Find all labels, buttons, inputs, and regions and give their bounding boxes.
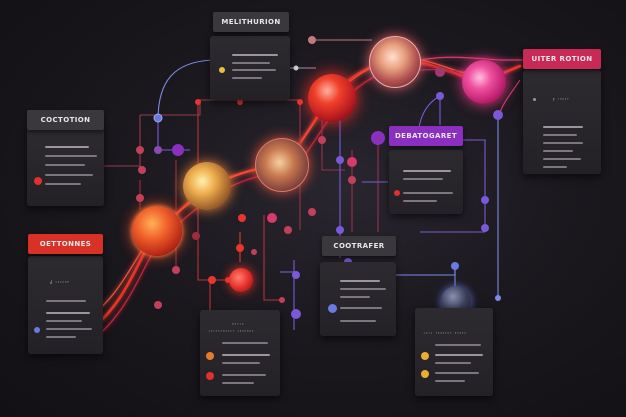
- panel-center-right: [320, 262, 396, 336]
- red-bullet-icon: [206, 372, 214, 380]
- text-line: [340, 307, 382, 309]
- text-line: [340, 280, 380, 282]
- orb-node-small-red: [229, 268, 253, 292]
- text-line: [45, 146, 89, 148]
- text-line: [435, 372, 479, 374]
- text-line: [403, 170, 451, 172]
- yellow-bullet-icon: [219, 67, 225, 73]
- red-bullet-icon: [34, 177, 42, 185]
- text-line: [435, 354, 483, 356]
- text-line: [403, 192, 453, 194]
- text-line: [435, 380, 465, 382]
- panel-mini-label: ᵇᵉᶜᶜᵉ: [232, 322, 245, 327]
- panel-top-right: ꝉ ˢᵃᵃᵉᶠ: [523, 70, 601, 174]
- text-line: [340, 288, 386, 290]
- orb-node-magenta: [462, 60, 506, 104]
- marker-icon: [533, 98, 536, 101]
- text-line: [222, 382, 254, 384]
- panel-left-bottom: ʎ ˢᵃᵘᵉᵃʰ: [28, 256, 103, 354]
- text-line: [46, 328, 92, 330]
- text-line: [232, 77, 262, 79]
- text-line: [340, 296, 370, 298]
- text-line: [46, 320, 82, 322]
- text-line: [403, 200, 437, 202]
- orb-node-red-large: [132, 206, 182, 256]
- yellow-bullet-icon: [421, 370, 429, 378]
- blue-bullet-icon: [34, 327, 40, 333]
- text-line: [543, 134, 577, 136]
- orange-bullet-icon: [206, 352, 214, 360]
- panel-bottom-right: ᶦᵒᶜᵒ ᵗᵉᵃᵉᵉᵒᵗ ᵃᵉᵃᵉᵒ: [415, 308, 493, 396]
- node-title-debatogaret[interactable]: DEBATOGARET: [389, 126, 463, 146]
- text-line: [232, 54, 278, 56]
- red-bullet-icon: [394, 190, 400, 196]
- panel-purple-mid: [389, 150, 463, 214]
- text-line: [222, 374, 266, 376]
- yellow-bullet-icon: [421, 352, 429, 360]
- text-line: [45, 183, 81, 185]
- orb-node-gold: [183, 162, 231, 210]
- text-line: [45, 164, 85, 166]
- panel-bottom-center: ᵇᵉᶜᶜᵉ ᶦᵒᶜᵒᵗᵉᵃᵉᵉᵒᵗ ˢᵃᵃᵉᵃᵉᵒ: [200, 310, 280, 396]
- text-line: [222, 354, 270, 356]
- node-title-coctotion[interactable]: COCTOTION: [27, 110, 104, 130]
- text-line: [46, 312, 90, 314]
- text-line: [222, 362, 260, 364]
- text-line: [232, 62, 270, 64]
- panel-subtitle: ꝉ ˢᵃᵃᵉᶠ: [553, 97, 570, 102]
- text-line: [543, 142, 583, 144]
- orb-node-crimson: [308, 74, 356, 122]
- panel-subtitle: ʎ ˢᵃᵘᵉᵃʰ: [50, 280, 70, 285]
- text-line: [340, 320, 376, 322]
- text-line: [45, 155, 97, 157]
- text-line: [46, 336, 76, 338]
- text-line: [45, 174, 93, 176]
- text-line: [435, 362, 471, 364]
- text-line: [222, 342, 268, 344]
- text-line: [543, 166, 567, 168]
- orb-node-rose: [369, 36, 421, 88]
- node-title-uiter-rotion[interactable]: UITER ROTION: [523, 49, 601, 69]
- node-title-oettonnes[interactable]: OETTONNES: [28, 234, 103, 254]
- panel-top-center: [210, 36, 290, 100]
- text-line: [232, 69, 276, 71]
- orb-node-amber: [255, 138, 309, 192]
- text-line: [543, 158, 581, 160]
- panel-subtitle: ᶦᵒᶜᵒ ᵗᵉᵃᵉᵉᵒᵗ ᵃᵉᵃᵉᵒ: [423, 331, 467, 336]
- node-title-cootrafer[interactable]: COOTRAFER: [322, 236, 396, 256]
- text-line: [435, 344, 481, 346]
- text-line: [46, 300, 86, 302]
- node-title-melithurion[interactable]: MELITHURION: [213, 12, 289, 32]
- text-line: [403, 178, 443, 180]
- panel-left-top: [27, 128, 104, 206]
- panel-subtitle: ᶦᵒᶜᵒᵗᵉᵃᵉᵉᵒᵗ ˢᵃᵃᵉᵃᵉᵒ: [208, 329, 254, 334]
- text-line: [543, 126, 583, 128]
- blue-bullet-icon: [328, 304, 337, 313]
- text-line: [543, 150, 573, 152]
